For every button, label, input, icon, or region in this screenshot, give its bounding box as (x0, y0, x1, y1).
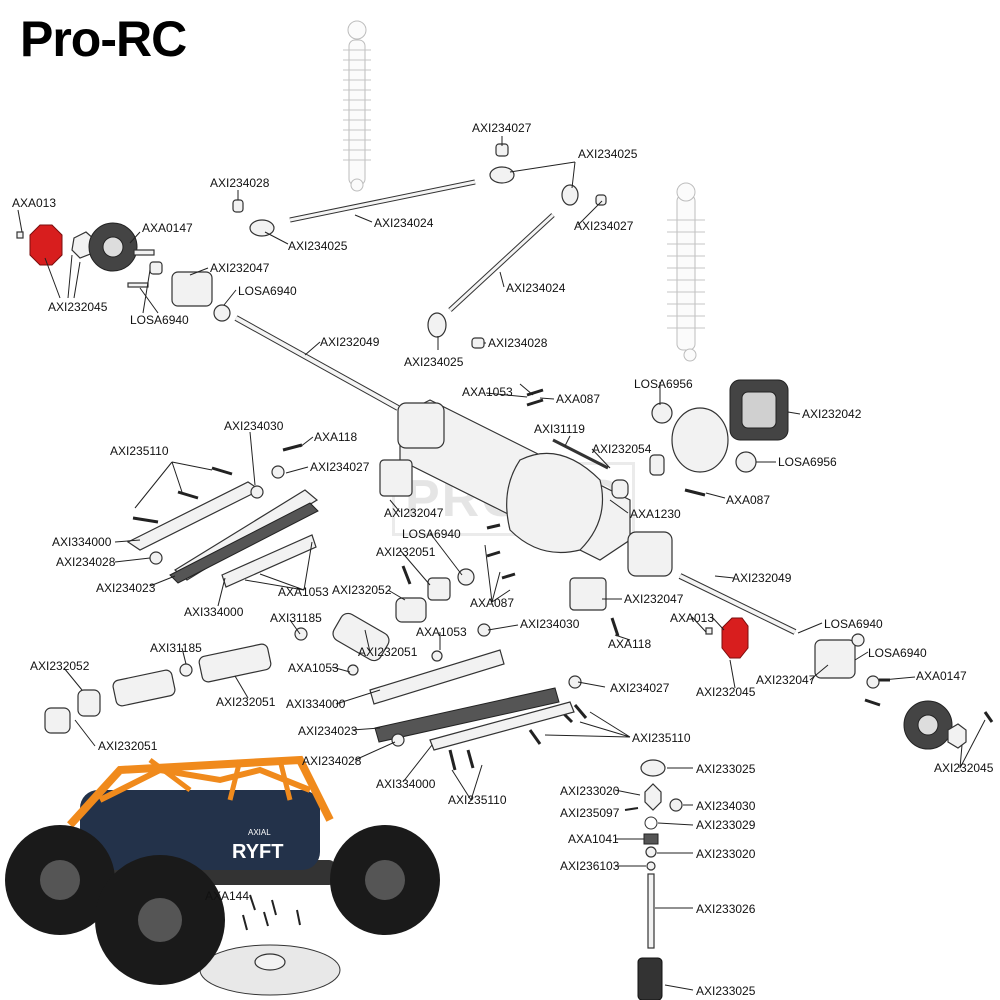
lower-links-left (126, 465, 319, 588)
truck-photo: RYFT AXIAL (5, 755, 440, 985)
label-axa1053-left: AXA1053 (278, 585, 329, 599)
label-axi334000-b: AXI334000 (184, 605, 244, 619)
part-labels: AXI234027 AXI234025 AXI234028 AXI234025 … (12, 121, 994, 998)
label-axi233025-a: AXI233025 (696, 762, 756, 776)
label-axi234023-left: AXI234023 (96, 581, 156, 595)
label-axi232054: AXI232054 (592, 442, 652, 456)
label-axi234027-low: AXI234027 (610, 681, 670, 695)
label-axa013-right: AXA013 (670, 611, 714, 625)
label-axi234028-top: AXI234028 (210, 176, 270, 190)
label-axi232051-top: AXI232051 (376, 545, 436, 559)
label-axa0147-right: AXA0147 (916, 669, 967, 683)
label-losa6940-right-b: LOSA6940 (868, 646, 927, 660)
label-axi31119: AXI31119 (534, 422, 585, 436)
label-axi233029: AXI233029 (696, 818, 756, 832)
label-axi232045-right: AXI232045 (696, 685, 756, 699)
label-losa6940-right-a: LOSA6940 (824, 617, 883, 631)
label-axi233020-b: AXI233020 (696, 847, 756, 861)
label-axi232042: AXI232042 (802, 407, 862, 421)
truck-model-decal: RYFT (232, 841, 283, 863)
label-axi233026: AXI233026 (696, 902, 756, 916)
label-axi232045-far: AXI232045 (934, 761, 994, 775)
truck-maker-decal: AXIAL (248, 828, 271, 837)
label-axi235110-left: AXI235110 (110, 444, 169, 458)
label-axa118-right: AXA118 (608, 637, 651, 651)
screws (132, 388, 994, 771)
label-axi234024-top: AXI234024 (374, 216, 434, 230)
label-axa0147-left: AXA0147 (142, 221, 193, 235)
label-losa6940-left-b: LOSA6940 (130, 313, 189, 327)
label-axi232051-mid: AXI232051 (358, 645, 418, 659)
label-axi235110-mid: AXI235110 (632, 731, 691, 745)
label-axi235097: AXI235097 (560, 806, 620, 820)
label-axi233025-b: AXI233025 (696, 984, 756, 998)
label-axa087-top: AXA087 (556, 392, 600, 406)
label-axi235110-low: AXI235110 (448, 793, 507, 807)
label-axa1053-top: AXA1053 (462, 385, 513, 399)
label-axi31185-a: AXI31185 (270, 611, 322, 625)
upper-link-diagonal (427, 213, 555, 349)
label-axi234027-right: AXI234027 (574, 219, 634, 233)
label-axi234025-mid: AXI234025 (404, 355, 464, 369)
label-axi232047-mid: AXI232047 (384, 506, 444, 520)
label-axi234028-low: AXI234028 (302, 754, 362, 768)
label-axi234024-mid: AXI234024 (506, 281, 566, 295)
label-axi232047-lower: AXI232047 (756, 673, 816, 687)
label-axa1053-low: AXA1053 (288, 661, 339, 675)
label-axi232045-left: AXI232045 (48, 300, 108, 314)
label-axi232049-right: AXI232049 (732, 571, 792, 585)
label-axi234030-low: AXI234030 (696, 799, 756, 813)
label-axi31185-b: AXI31185 (150, 641, 202, 655)
label-axi236103: AXI236103 (560, 859, 620, 873)
label-losa6956-b: LOSA6956 (778, 455, 837, 469)
label-axi232047-left: AXI232047 (210, 261, 270, 275)
label-axa1230: AXA1230 (630, 507, 681, 521)
front-shock-ghost (667, 182, 705, 362)
label-axa087-mid: AXA087 (470, 596, 514, 610)
label-axi334000-a: AXI334000 (52, 535, 112, 549)
drive-shaft-parts (44, 568, 475, 734)
label-axi234027-top: AXI234027 (472, 121, 532, 135)
label-axi232052-left: AXI232052 (30, 659, 90, 673)
axle-housing (379, 399, 673, 611)
label-axi232052-mid: AXI232052 (332, 583, 392, 597)
differential (552, 379, 789, 476)
label-axa1041: AXA1041 (568, 832, 619, 846)
label-axi232047-right: AXI232047 (624, 592, 684, 606)
leader-lines (17, 136, 986, 991)
label-axi234030-mid: AXI234030 (520, 617, 580, 631)
rear-shock-ghost (343, 20, 371, 192)
label-axa013-left: AXA013 (12, 196, 56, 210)
label-axi233020-a: AXI233020 (560, 784, 620, 798)
label-axa087-right: AXA087 (726, 493, 770, 507)
right-axle-shaft (678, 573, 967, 750)
label-axa118-left: AXA118 (314, 430, 357, 444)
label-axi234027-left: AXI234027 (310, 460, 370, 474)
shock-internals (624, 759, 683, 1000)
label-axa144: AXA144 (205, 889, 249, 903)
label-axa1053-mid: AXA1053 (416, 625, 467, 639)
label-axi234030-left: AXI234030 (224, 419, 284, 433)
lower-links-right (347, 623, 582, 751)
upper-link-top (232, 143, 607, 237)
label-axi234028-left: AXI234028 (56, 555, 116, 569)
label-losa6940-mid: LOSA6940 (402, 527, 461, 541)
label-losa6940-left-a: LOSA6940 (238, 284, 297, 298)
label-axi232049-left: AXI232049 (320, 335, 380, 349)
label-axi334000-c: AXI334000 (286, 697, 346, 711)
brand-title: Pro-RC (20, 11, 187, 67)
left-axle-shaft (234, 315, 400, 411)
label-axi232051-left: AXI232051 (98, 739, 158, 753)
label-losa6956-a: LOSA6956 (634, 377, 693, 391)
label-axi232051-low: AXI232051 (216, 695, 276, 709)
left-hex-hub (16, 222, 231, 322)
label-axi234025-left: AXI234025 (288, 239, 348, 253)
label-axi334000-d: AXI334000 (376, 777, 436, 791)
label-axi234023-low: AXI234023 (298, 724, 358, 738)
label-axi234025-top: AXI234025 (578, 147, 638, 161)
label-axi234028-mid: AXI234028 (488, 336, 548, 350)
